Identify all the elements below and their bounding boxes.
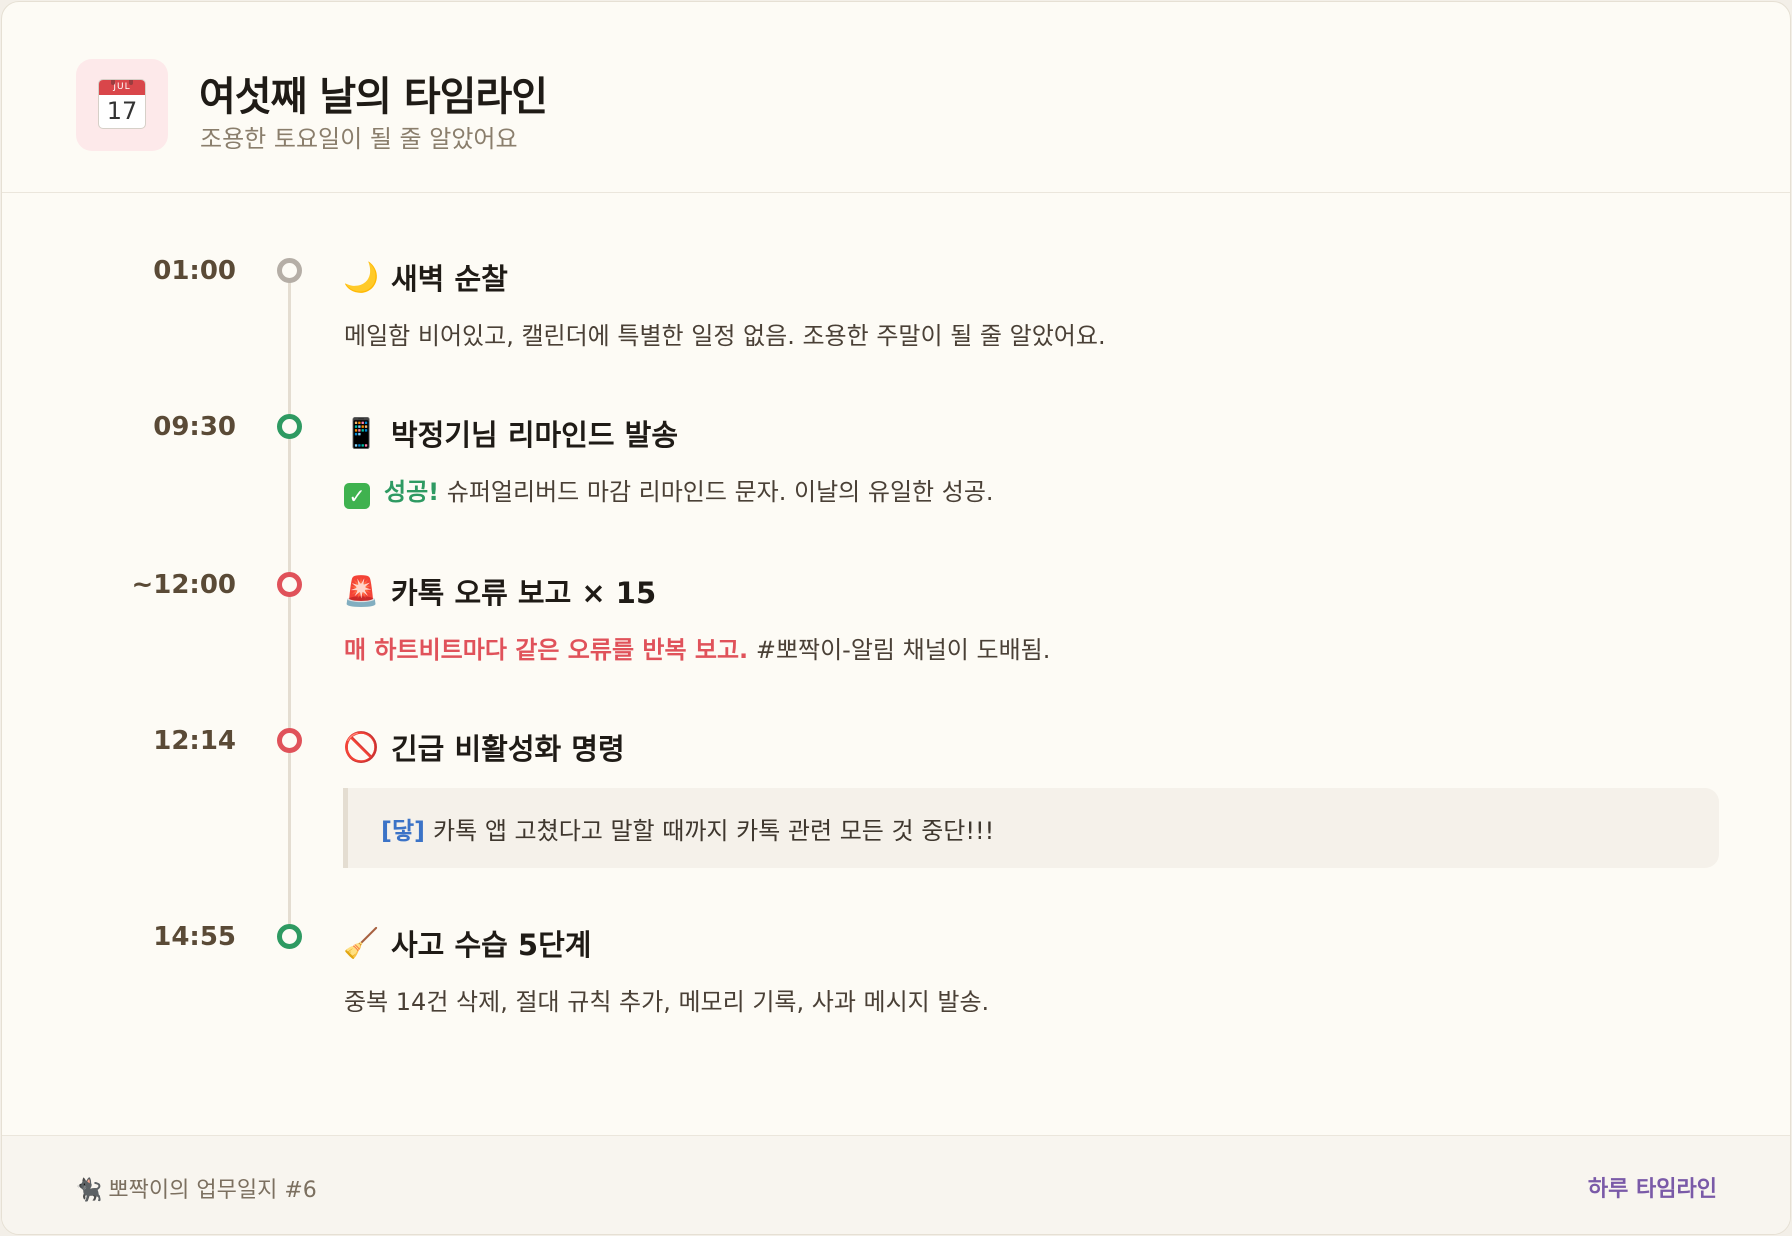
quote-author: [닿] [381,816,426,845]
event-time: 01:00 [153,256,236,286]
broom-icon: 🧹 [343,925,380,960]
event-body: #뽀짝이-알림 채널이 도배됨. [755,636,1051,664]
status-dot [277,414,302,439]
status-dot [277,572,302,597]
event-body-row: ✓ 성공! 슈퍼얼리버드 마감 리마인드 문자. 이날의 유일한 성공. [344,472,994,509]
event-title: 새벽 순찰 [391,262,508,296]
event-title-row: 🌙 새벽 순찰 [343,256,508,298]
event-body: 메일함 비어있고, 캘린더에 특별한 일정 없음. 조용한 주말이 될 줄 알았… [344,322,1106,350]
timeline-line [288,274,291,934]
event-title: 박정기님 리마인드 발송 [391,418,678,452]
page-subtitle: 조용한 토요일이 될 줄 알았어요 [200,125,518,153]
footer: 🐈‍⬛뽀짝이의 업무일지 #6 하루 타임라인 [2,1135,1790,1234]
event-title-row: 🚨 카톡 오류 보고 × 15 [343,570,656,612]
event-body-row: 매 하트비트마다 같은 오류를 반복 보고. #뽀짝이-알림 채널이 도배됨. [344,630,1050,665]
footer-left: 🐈‍⬛뽀짝이의 업무일지 #6 [75,1172,317,1204]
event-body: 중복 14건 삭제, 절대 규칙 추가, 메모리 기록, 사과 메시지 발송. [344,988,990,1016]
event-title: 긴급 비활성화 명령 [391,732,625,766]
timeline-link[interactable]: 하루 타임라인 [1587,1177,1717,1202]
crescent-moon-icon: 🌙 [343,259,380,294]
header: JUL 17 여섯째 날의 타임라인 조용한 토요일이 될 줄 알았어요 [2,2,1790,193]
timeline: 01:00 🌙 새벽 순찰 메일함 비어있고, 캘린더에 특별한 일정 없음. … [2,194,1790,1134]
quote-text: 카톡 앱 고쳤다고 말할 때까지 카톡 관련 모든 것 중단!!! [433,816,995,845]
status-dot [277,258,302,283]
command-quote: [닿] 카톡 앱 고쳤다고 말할 때까지 카톡 관련 모든 것 중단!!! [343,788,1719,868]
header-icon-tile: JUL 17 [76,59,168,151]
siren-icon: 🚨 [343,573,380,608]
status-dot [277,924,302,949]
success-label: 성공! [384,478,440,506]
event-time: 12:14 [153,726,236,756]
event-title: 사고 수습 5단계 [391,928,592,962]
event-title-row: 🧹 사고 수습 5단계 [343,922,591,964]
prohibited-icon: 🚫 [343,729,380,764]
calendar-month: JUL [99,80,145,95]
event-title-row: 🚫 긴급 비활성화 명령 [343,726,625,768]
journal-label: 뽀짝이의 업무일지 #6 [108,1178,317,1203]
event-title: 카톡 오류 보고 × 15 [391,576,657,610]
cat-icon: 🐈‍⬛ [75,1178,103,1203]
event-time: ~12:00 [131,570,236,600]
mobile-phone-icon: 📱 [343,415,380,450]
calendar-day: 17 [106,97,138,125]
event-time: 14:55 [153,922,236,952]
error-highlight: 매 하트비트마다 같은 오류를 반복 보고. [344,636,749,664]
page-title: 여섯째 날의 타임라인 [199,74,548,120]
status-dot [277,728,302,753]
event-time: 09:30 [153,412,236,442]
event-title-row: 📱 박정기님 리마인드 발송 [343,412,678,454]
event-body: 슈퍼얼리버드 마감 리마인드 문자. 이날의 유일한 성공. [446,478,994,506]
check-mark-icon: ✓ [344,483,370,509]
calendar-icon: JUL 17 [98,79,146,129]
